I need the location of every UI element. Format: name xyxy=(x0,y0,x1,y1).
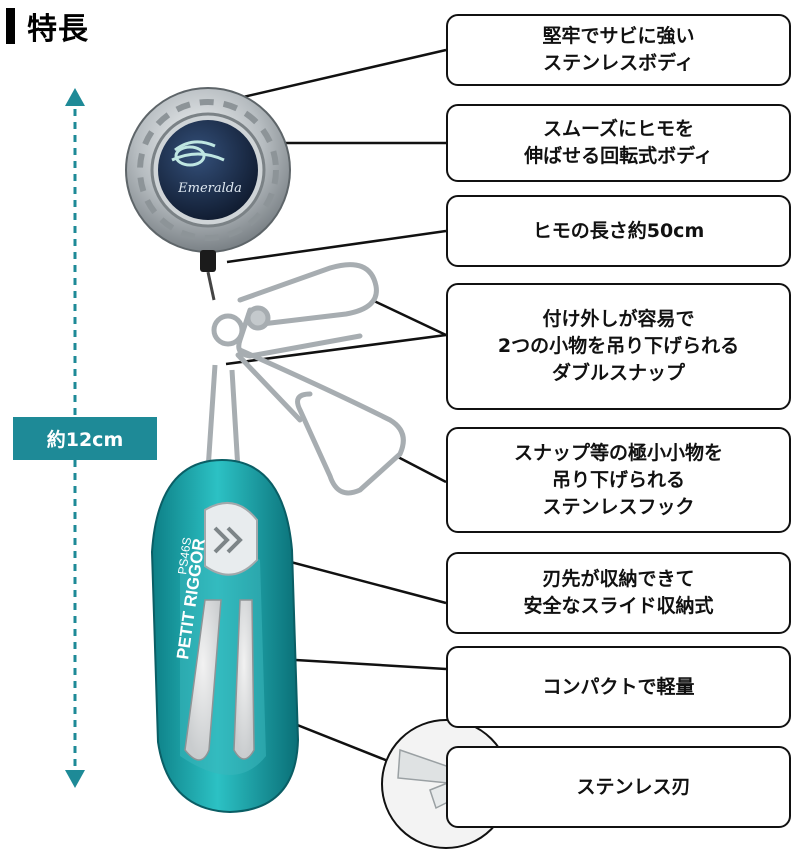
callout-line: ステンレス刃 xyxy=(576,775,691,798)
tool-body: PETIT RIGGOR PS46S xyxy=(150,458,300,814)
callout-double-snap: 付け外しが容易で 2つの小物を吊り下げられる ダブルスナップ xyxy=(446,283,791,410)
callout-compact-light: コンパクトで軽量 xyxy=(446,646,791,728)
callout-line: 刃先が収納できて xyxy=(542,568,695,590)
callout-line: ヒモの長さ約50cm xyxy=(532,219,705,242)
section-heading: 特長 xyxy=(6,6,89,47)
callout-line: スムーズにヒモを xyxy=(542,118,695,140)
callout-line: 付け外しが容易で xyxy=(542,308,695,330)
callout-rotating-body: スムーズにヒモを 伸ばせる回転式ボディ xyxy=(446,104,791,182)
callout-stainless-blade: ステンレス刃 xyxy=(446,746,791,828)
length-badge: 約12cm xyxy=(13,417,157,460)
reel-body: Emeralda xyxy=(125,87,291,253)
cord xyxy=(200,250,216,301)
double-snap xyxy=(211,262,406,496)
callout-line: スナップ等の極小小物を xyxy=(513,441,723,464)
callout-line: ステンレスフック xyxy=(542,495,695,518)
callout-line: 安全なスライド収納式 xyxy=(523,595,714,617)
callout-line: 伸ばせる回転式ボディ xyxy=(524,145,713,167)
callout-line: 吊り下げられる xyxy=(551,468,685,491)
callout-stainless-hook: スナップ等の極小小物を 吊り下げられる ステンレスフック xyxy=(446,427,791,533)
callout-line: ステンレスボディ xyxy=(543,52,694,74)
heading-bar xyxy=(6,8,15,44)
callout-stainless-body: 堅牢でサビに強い ステンレスボディ xyxy=(446,14,791,86)
callout-cord-length: ヒモの長さ約50cm xyxy=(446,195,791,267)
callout-slide-storage: 刃先が収納できて 安全なスライド収納式 xyxy=(446,552,791,634)
page-title: 特長 xyxy=(27,12,89,47)
callout-line: ダブルスナップ xyxy=(551,362,685,384)
callout-line: コンパクトで軽量 xyxy=(542,675,695,698)
callout-line: 堅牢でサビに強い xyxy=(542,25,695,47)
brand-logo: Emeralda xyxy=(177,181,242,196)
model-code: PS46S xyxy=(175,536,194,575)
callout-line: 2つの小物を吊り下げられる xyxy=(497,335,740,357)
